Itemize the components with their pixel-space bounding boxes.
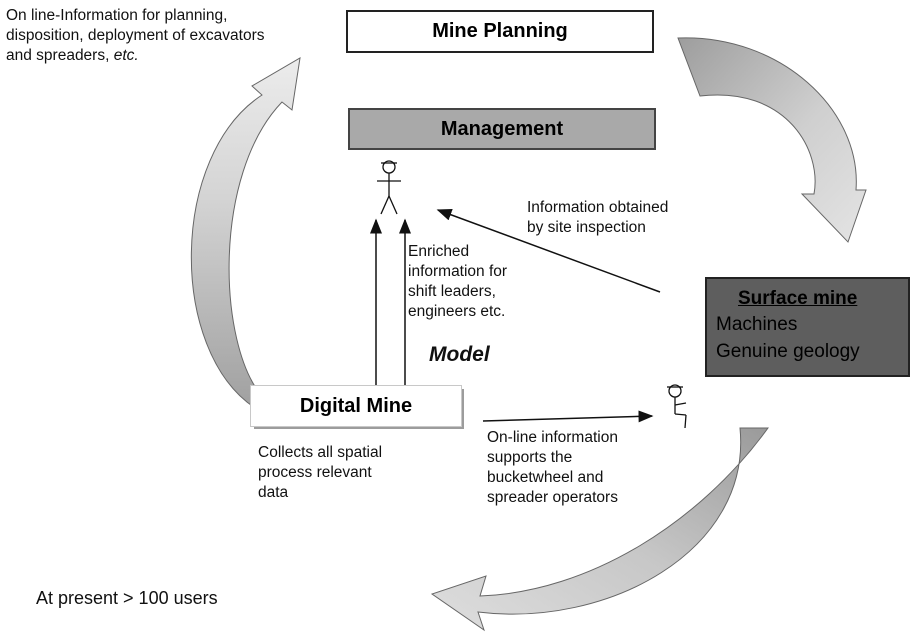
mine-planning-box: Mine Planning [346, 10, 654, 53]
arrow-surface-to-management [436, 209, 661, 293]
standing-person-icon [377, 160, 401, 215]
surface-mine-machines: Machines [716, 314, 798, 335]
online-planning-text: On line-Information for planning, dispos… [6, 7, 265, 64]
online-operators-text: On-line information supports the bucketw… [487, 429, 618, 506]
management-label: Management [440, 117, 564, 140]
surface-mine-geology: Genuine geology [716, 341, 860, 362]
surface-mine-box: Surface mine Machines Genuine geology [705, 277, 910, 377]
model-label: Model [429, 343, 490, 366]
enriched-info-text: Enriched information for shift leaders, … [408, 243, 508, 320]
arrow-digital-to-operator [482, 410, 654, 423]
digital-mine-label: Digital Mine [299, 394, 413, 417]
seated-operator-icon [667, 384, 687, 429]
digital-mine-box: Digital Mine [250, 385, 462, 427]
collects-data-text: Collects all spatial process relevant da… [258, 444, 383, 501]
surface-mine-title: Surface mine [738, 288, 858, 309]
curved-arrow-digital-to-planning [190, 57, 301, 409]
site-inspection-text: Information obtained by site inspection [527, 199, 669, 236]
curved-arrow-planning-to-surface [677, 37, 867, 243]
management-box: Management [348, 108, 656, 150]
mine-planning-label: Mine Planning [432, 20, 568, 42]
users-count-text: At present > 100 users [36, 588, 218, 608]
curved-arrow-surface-to-digital [430, 427, 769, 632]
